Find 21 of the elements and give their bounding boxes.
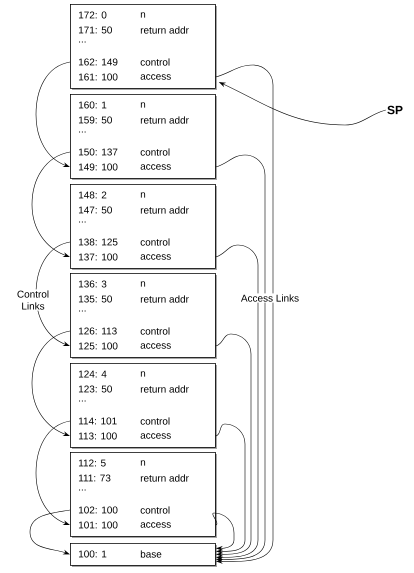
arrow <box>30 510 70 554</box>
stack-frame-box: 112: 5 n 111: 73 return addr ... 102: 100 control 101: 100 access <box>70 452 217 538</box>
stack-frame-box: 172: 0 n 171: 50 return addr ... 162: 149 control 161: 100 access <box>70 4 217 90</box>
arrow <box>36 420 70 525</box>
arrow <box>32 152 70 257</box>
annotation-label: Control Links <box>10 289 56 311</box>
stack-frame-box: 100: 1 base <box>70 543 217 567</box>
arrow <box>216 244 258 560</box>
arrow <box>216 154 266 562</box>
stack-frame-box: 148: 2 n 147: 50 return addr ... 138: 125 control 137: 100 access <box>70 184 217 270</box>
arrow <box>32 330 70 436</box>
annotation-label: Access Links <box>240 293 300 303</box>
arrow <box>216 64 274 564</box>
arrow <box>212 512 234 551</box>
arrow <box>216 424 246 554</box>
stack-frame-box: 124: 4 n 123: 50 return addr ... 114: 101 control 113: 100 access <box>70 363 217 449</box>
arrow <box>36 62 70 167</box>
pointer-label: SP <box>387 106 403 114</box>
arrow <box>216 334 252 557</box>
stack-frame-box: 136: 3 n 135: 50 return addr ... 126: 113 control 125: 100 access <box>70 273 217 359</box>
stack-frame-box: 160: 1 n 159: 50 return addr ... 150: 137 control 149: 100 access <box>70 94 217 180</box>
